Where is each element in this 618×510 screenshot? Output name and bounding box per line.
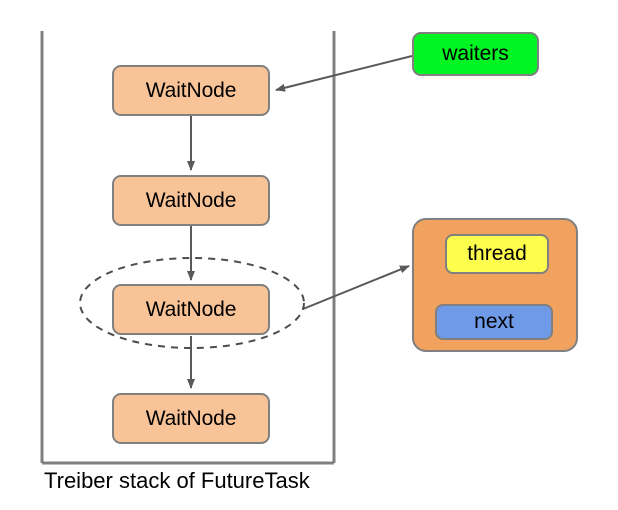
wait-node-1[interactable]: WaitNode: [112, 175, 270, 226]
field-thread[interactable]: thread: [445, 234, 549, 274]
field-next[interactable]: next: [435, 304, 553, 340]
waiters-box[interactable]: waiters: [412, 32, 539, 76]
wait-node-0[interactable]: WaitNode: [112, 65, 270, 116]
highlight-ellipse: [79, 257, 305, 349]
wait-node-detail-box: thread next: [412, 218, 578, 352]
wait-node-2[interactable]: WaitNode: [112, 284, 270, 335]
wait-node-label: WaitNode: [145, 406, 237, 430]
waiters-label: waiters: [442, 42, 509, 65]
diagram-caption: Treiber stack of FutureTask: [44, 468, 310, 493]
wait-node-3[interactable]: WaitNode: [112, 393, 270, 444]
wait-node-label: WaitNode: [145, 188, 237, 212]
wait-node-label: WaitNode: [145, 297, 237, 321]
field-thread-label: thread: [467, 242, 527, 265]
arrow-waiters-to-head: [275, 55, 413, 92]
arrow-highlight-to-detail: [302, 265, 410, 310]
field-next-label: next: [474, 310, 514, 333]
treiber-stack-bracket: [40, 31, 336, 465]
wait-node-label: WaitNode: [145, 78, 237, 102]
